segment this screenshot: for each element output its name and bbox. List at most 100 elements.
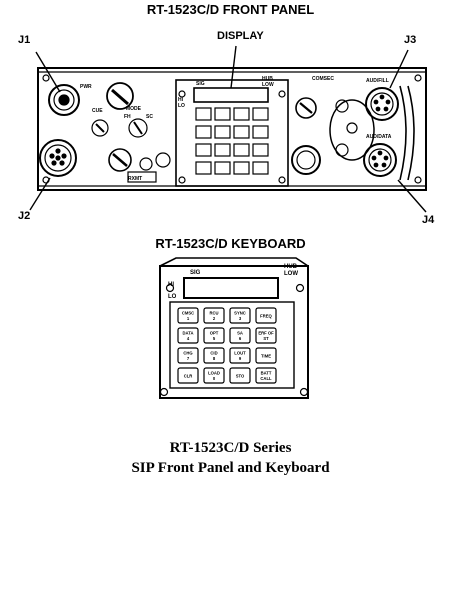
label-comsec: COMSEC bbox=[312, 76, 334, 82]
j1-callout: J1 bbox=[18, 34, 31, 46]
label-rxmt: RXMT bbox=[128, 176, 142, 182]
j3-connector bbox=[365, 87, 399, 121]
antenna-switch bbox=[335, 99, 349, 113]
kb-label-low: LOW bbox=[284, 271, 298, 277]
keyboard-key-label: CID bbox=[210, 351, 217, 356]
keyboard-key-label: ERF OF bbox=[258, 331, 274, 336]
keyboard-key-sublabel: 0 bbox=[213, 376, 216, 381]
keyboard-key-label: CLR bbox=[184, 374, 193, 379]
volume-knob bbox=[91, 119, 109, 137]
keyboard-key-sublabel: ST bbox=[263, 336, 269, 341]
mode-knob bbox=[128, 118, 148, 138]
keyboard-key[interactable] bbox=[255, 307, 277, 324]
keyboard-key-sublabel: 5 bbox=[213, 336, 216, 341]
hub-window bbox=[329, 99, 375, 161]
keyboard-key[interactable] bbox=[177, 327, 199, 344]
keyboard-heading: RT-1523C/D KEYBOARD bbox=[155, 236, 306, 251]
keyboard-key-sublabel: 4 bbox=[187, 336, 190, 341]
keyboard-key-sublabel: 7 bbox=[187, 356, 190, 361]
panel-screw bbox=[414, 176, 422, 184]
keyboard-key[interactable] bbox=[255, 367, 277, 384]
figure-caption: RT-1523C/D Series SIP Front Panel and Ke… bbox=[0, 438, 461, 478]
panel-screw bbox=[414, 74, 422, 82]
front-keypad-keys bbox=[195, 107, 269, 175]
kb-label-lo: LO bbox=[168, 294, 177, 300]
keyboard-key[interactable] bbox=[177, 347, 199, 364]
keyboard-key[interactable] bbox=[229, 307, 251, 324]
label-low: LOW bbox=[262, 82, 274, 88]
keyboard-key-sublabel: 9 bbox=[239, 356, 242, 361]
keyboard-key-label: TIME bbox=[261, 354, 271, 359]
keyboard-key[interactable] bbox=[229, 327, 251, 344]
keyboard-key[interactable] bbox=[177, 367, 199, 384]
keyboard-key-sublabel: CALL bbox=[260, 376, 272, 381]
keyboard-key-label: STO bbox=[236, 374, 245, 379]
keyboard-key-sublabel: 2 bbox=[213, 316, 216, 321]
j4-callout: J4 bbox=[422, 214, 435, 226]
keyboard-key-label: RCU bbox=[209, 311, 218, 316]
label-aud-data: AUD/DATA bbox=[366, 134, 392, 140]
panel-screw bbox=[42, 176, 50, 184]
j1-connector bbox=[48, 84, 80, 116]
keyboard-key[interactable] bbox=[229, 367, 251, 384]
front-keypad-frame bbox=[175, 79, 289, 187]
keyboard-key[interactable] bbox=[203, 367, 225, 384]
front-display-window bbox=[193, 87, 269, 103]
power-knob bbox=[291, 145, 321, 175]
keyboard-keypad-frame bbox=[169, 301, 295, 389]
caption-line-1: RT-1523C/D Series bbox=[169, 440, 292, 456]
keyboard-key-label: DATA bbox=[182, 331, 193, 336]
keyboard-key-label: LOAD bbox=[208, 371, 220, 376]
label-lo: LO bbox=[178, 103, 185, 109]
label-sig: SIG bbox=[196, 81, 205, 87]
j2-callout: J2 bbox=[18, 210, 31, 222]
channel-knob bbox=[108, 148, 132, 172]
kb-label-hi: HI bbox=[168, 282, 174, 288]
rxmt-knob bbox=[139, 157, 153, 171]
panel-screw bbox=[42, 74, 50, 82]
label-hi: HI bbox=[178, 97, 184, 103]
j2-connector bbox=[39, 139, 77, 177]
keyboard-display-window bbox=[183, 277, 279, 299]
keyboard-key-label: CHG bbox=[183, 351, 192, 356]
keyboard-key-sublabel: 8 bbox=[213, 356, 216, 361]
display-callout: DISPLAY bbox=[217, 30, 264, 42]
front-panel-body bbox=[37, 67, 427, 191]
j3-callout: J3 bbox=[404, 34, 417, 46]
comsec-knob bbox=[295, 97, 317, 119]
keyboard-body bbox=[159, 265, 309, 399]
keyboard-key-label: FREQ bbox=[260, 314, 272, 319]
keyboard-key[interactable] bbox=[203, 347, 225, 364]
function-knob bbox=[106, 82, 134, 110]
label-pwr: PWR bbox=[80, 84, 92, 90]
keyboard-key-label: SYNC bbox=[234, 311, 246, 316]
keyboard-key[interactable] bbox=[255, 327, 277, 344]
keyboard-key-label: BATT bbox=[261, 371, 272, 376]
keyboard-key-sublabel: 6 bbox=[239, 336, 242, 341]
keyboard-key-sublabel: 1 bbox=[187, 316, 190, 321]
keyboard-key[interactable] bbox=[177, 307, 199, 324]
label-fh: FH bbox=[124, 114, 131, 120]
caption-line-2: SIP Front Panel and Keyboard bbox=[131, 460, 330, 476]
j4-leader bbox=[397, 179, 427, 213]
label-hub: HUB bbox=[262, 76, 273, 82]
label-sc: SC bbox=[146, 114, 153, 120]
j4-connector bbox=[363, 143, 397, 177]
label-mode: MODE bbox=[126, 106, 142, 112]
label-aud-fill: AUD/FILL bbox=[366, 78, 389, 84]
keyboard-key-label: CMSC bbox=[182, 311, 194, 316]
keyboard-key-label: SA bbox=[237, 331, 243, 336]
keyboard-key-sublabel: 3 bbox=[239, 316, 242, 321]
keyboard-key[interactable] bbox=[203, 307, 225, 324]
front-panel-heading: RT-1523C/D FRONT PANEL bbox=[146, 2, 315, 17]
label-cue: CUE bbox=[92, 108, 103, 114]
kb-label-sig: SIG bbox=[190, 270, 201, 276]
keyboard-key[interactable] bbox=[255, 347, 277, 364]
kb-label-hub: HUB bbox=[284, 264, 298, 270]
keyboard-key[interactable] bbox=[203, 327, 225, 344]
keyboard-key-label: OPT bbox=[210, 331, 219, 336]
keyboard-key-label: LOUT bbox=[234, 351, 246, 356]
keyboard-key[interactable] bbox=[229, 347, 251, 364]
